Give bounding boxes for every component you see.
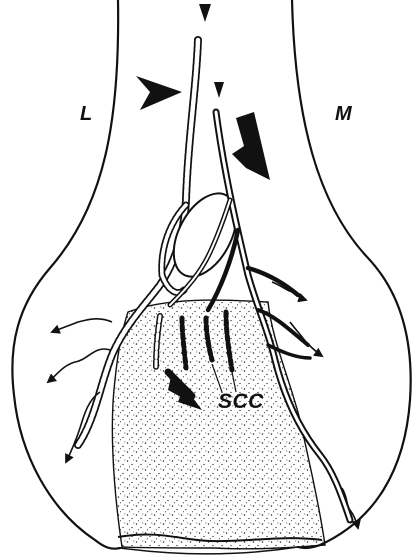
scc-region [112,300,325,549]
lateral-label: L [80,104,92,124]
bold-arrow-icon [232,112,270,180]
scc-label: SCC [218,391,264,412]
wide-arrow-icon [136,76,182,110]
arrowhead-icon [199,4,224,98]
medial-label: M [335,104,352,124]
